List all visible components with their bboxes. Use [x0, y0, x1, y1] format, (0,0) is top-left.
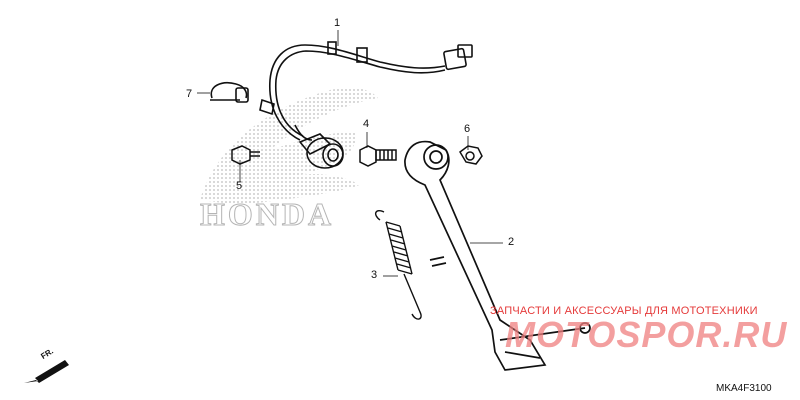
site-watermark: MOTOSPOR.RU — [505, 314, 788, 355]
stand-nut — [459, 145, 483, 165]
switch-bolt — [231, 145, 260, 165]
stand-spring — [374, 210, 422, 320]
honda-logo-text: HONDA — [200, 196, 334, 233]
callout-4: 4 — [363, 118, 370, 130]
callout-1: 1 — [334, 17, 341, 29]
front-direction-arrow — [24, 360, 69, 383]
parts-store-banner: ЗАПЧАСТИ И АКСЕССУАРЫ ДЛЯ МОТОТЕХНИКИ — [490, 305, 758, 317]
svg-text:HONDA: HONDA — [200, 196, 334, 232]
side-stand — [404, 140, 591, 371]
callout-5: 5 — [236, 180, 243, 192]
callout-6: 6 — [464, 123, 471, 135]
diagram-code: MKA4F3100 — [716, 383, 772, 394]
wire-band-clamp — [210, 82, 249, 103]
stand-pivot-bolt — [359, 145, 397, 167]
callout-leaders — [197, 30, 503, 277]
side-stand-switch-harness — [259, 41, 473, 169]
honda-wing-watermark — [200, 87, 378, 205]
callout-2: 2 — [508, 236, 515, 248]
callout-7: 7 — [186, 88, 193, 100]
callout-3: 3 — [371, 269, 378, 281]
